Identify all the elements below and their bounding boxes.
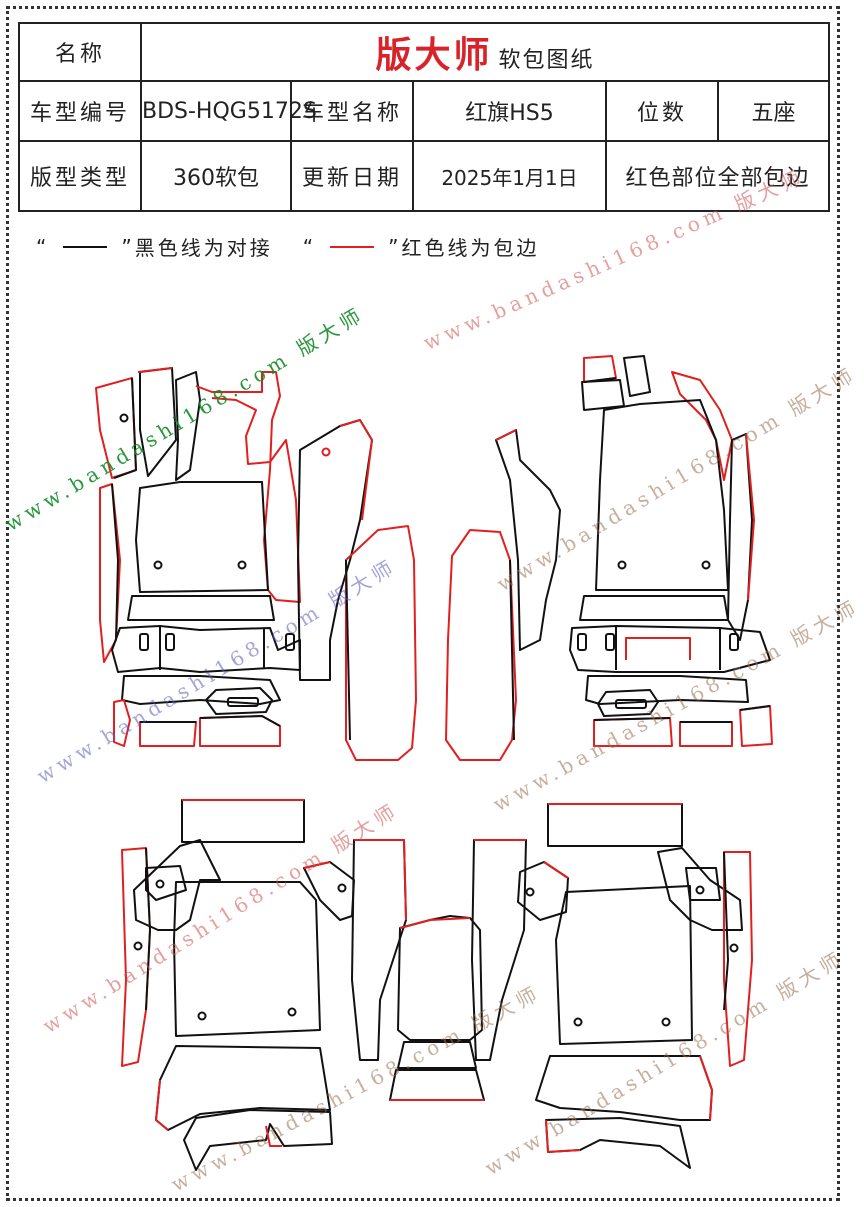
front-right-tunnel bbox=[569, 625, 771, 673]
front-left-lower bbox=[121, 675, 281, 705]
title-cell: 版大师软包图纸 bbox=[139, 22, 831, 82]
legend-black-line bbox=[63, 245, 108, 248]
front-left-floor bbox=[135, 481, 269, 593]
front-right-set bbox=[445, 355, 773, 761]
front-right-top-piece-3 bbox=[623, 355, 651, 397]
front-left-tall-strip bbox=[195, 371, 301, 603]
rear-center-tunnel-mid bbox=[397, 1041, 477, 1069]
rear-left-curved-strip bbox=[133, 839, 221, 931]
seats-label: 位数 bbox=[605, 80, 719, 142]
front-left-foot-right bbox=[199, 715, 281, 747]
model-name-value: 红旗HS5 bbox=[412, 80, 607, 142]
red-note: 红色部位全部包边 bbox=[604, 140, 831, 212]
model-code-label: 车型编号 bbox=[18, 80, 142, 142]
front-left-foot-left bbox=[113, 699, 131, 747]
rear-left-floor bbox=[173, 881, 321, 1037]
legend-red-desc: 红色线为包边 bbox=[401, 236, 540, 260]
legend-quote-open: “ bbox=[36, 234, 50, 259]
page-border bbox=[6, 6, 840, 1201]
model-code-value: BDS-HQG5172S bbox=[140, 80, 317, 142]
front-left-pedal bbox=[205, 687, 273, 715]
model-name-label: 车型名称 bbox=[290, 80, 414, 142]
rear-center-set bbox=[389, 839, 527, 1101]
rear-right-bracket bbox=[685, 867, 721, 901]
front-left-long-panel bbox=[345, 525, 417, 761]
front-left-a-pillar bbox=[175, 371, 201, 481]
update-date-value: 2025年1月1日 bbox=[412, 140, 607, 212]
front-right-foot-right bbox=[739, 705, 773, 747]
front-left-set bbox=[95, 367, 417, 761]
front-right-pedal bbox=[597, 689, 659, 717]
front-right-top-piece-2 bbox=[581, 379, 625, 411]
legend-quote-close: ” bbox=[121, 234, 135, 259]
rear-left-bottom-arc bbox=[183, 1109, 333, 1171]
front-right-foot-mid bbox=[679, 721, 733, 747]
pattern-drawing bbox=[95, 355, 773, 1171]
line-legend: “ ” 黑色线为对接 “ ” 红色线为包边 bbox=[36, 232, 540, 261]
brand-title: 版大师 bbox=[375, 35, 493, 76]
info-table: 名称 版大师软包图纸 车型编号 BDS-HQG5172S 车型名称 红旗HS5 … bbox=[18, 22, 831, 212]
seats-value: 五座 bbox=[716, 80, 831, 142]
rear-right-set bbox=[517, 803, 753, 1169]
update-date-label: 更新日期 bbox=[290, 140, 414, 212]
rear-right-floor bbox=[555, 885, 693, 1045]
rear-right-curved-strip bbox=[657, 847, 743, 931]
front-right-tall-strip bbox=[495, 429, 561, 651]
rear-left-set bbox=[121, 799, 407, 1171]
legend-black-desc: 黑色线为对接 bbox=[134, 236, 273, 260]
rear-left-top-bar bbox=[181, 799, 305, 843]
front-left-sill bbox=[127, 595, 275, 621]
front-right-sill bbox=[579, 595, 729, 621]
front-right-floor bbox=[595, 399, 729, 591]
front-right-pillar bbox=[671, 371, 733, 481]
rear-center-side-strip bbox=[471, 839, 527, 1061]
legend-red-line bbox=[330, 245, 375, 248]
front-right-lower bbox=[585, 675, 749, 705]
brand-subtitle: 软包图纸 bbox=[498, 48, 595, 73]
legend-quote-open-2: “ bbox=[302, 234, 317, 259]
name-label: 名称 bbox=[18, 22, 142, 82]
front-right-long-panel bbox=[445, 529, 517, 761]
rear-left-bracket bbox=[145, 865, 187, 901]
pattern-type-value: 360软包 bbox=[140, 140, 292, 212]
pattern-type-label: 版型类型 bbox=[18, 140, 142, 212]
rear-right-side-strip bbox=[723, 851, 753, 1067]
rear-center-tunnel-top bbox=[397, 915, 483, 1041]
legend-quote-close-2: ” bbox=[388, 234, 402, 259]
front-left-door-strip bbox=[297, 419, 373, 681]
rear-right-top-bar bbox=[547, 803, 683, 847]
